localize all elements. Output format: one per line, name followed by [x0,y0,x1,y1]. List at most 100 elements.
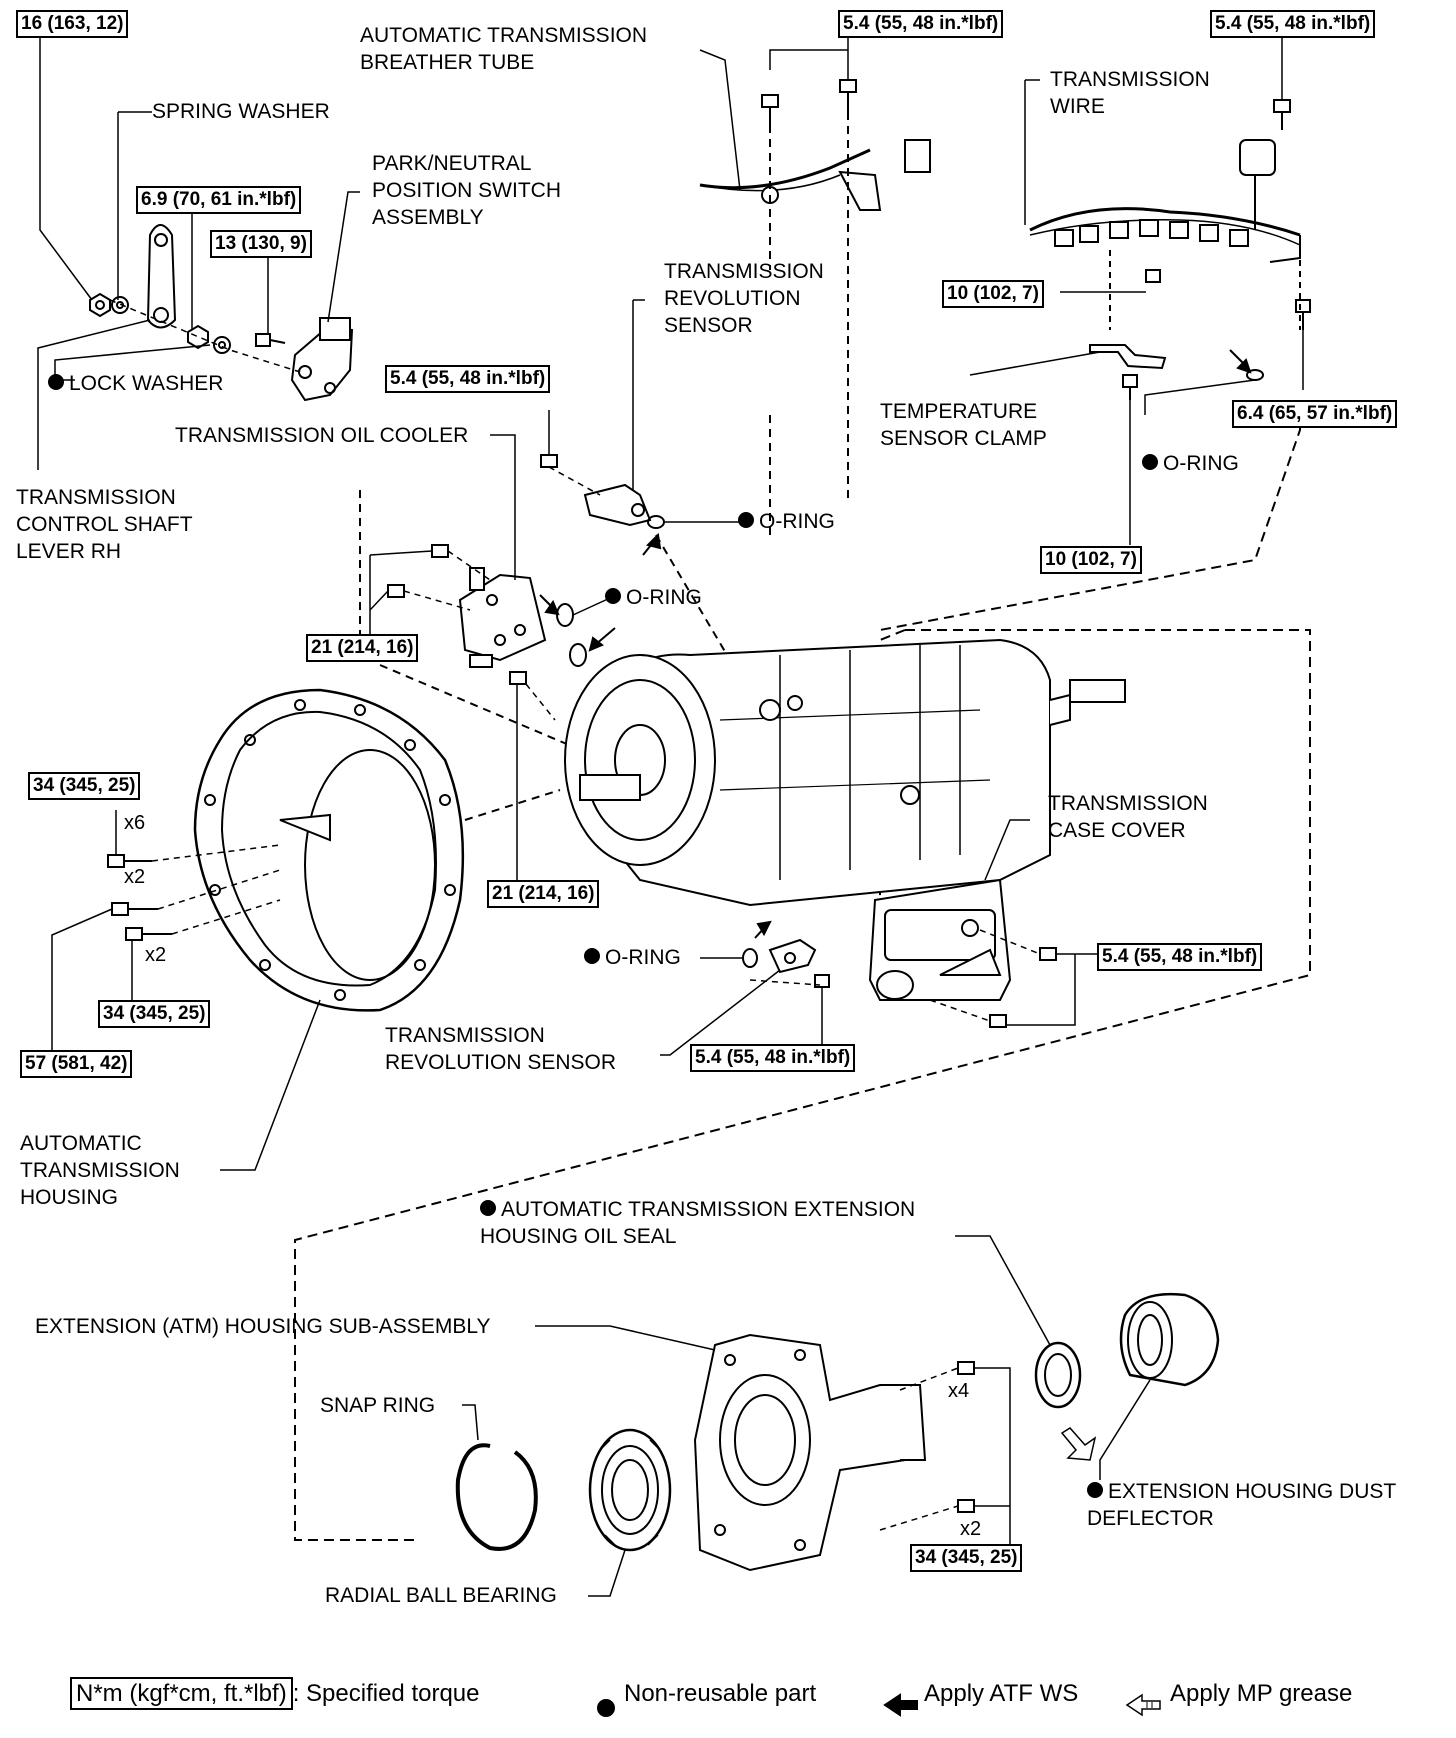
transmission-main-body [564,638,1126,907]
o-ring-cooler-label: O-RING [605,584,702,611]
extension-oil-seal-part [1034,1341,1082,1409]
o-ring-lower-label: O-RING [584,944,681,971]
torque-54-breather: 5.4 (55, 48 in.*lbf) [838,10,1004,38]
nonreusable-dot [480,1200,496,1217]
torque-54-wire: 5.4 (55, 48 in.*lbf) [1210,10,1376,38]
case-cover-label: TRANSMISSION CASE COVER [1048,792,1208,842]
torque-10-lower: 10 (102, 7) [1040,546,1142,574]
bolt-57 [111,902,158,916]
nut-16 [89,292,111,318]
qty-x2-a: x2 [124,866,146,888]
o-ring-lower-text: O-RING [605,946,681,969]
torque-64: 6.4 (65, 57 in.*lbf) [1232,400,1398,428]
legend-atf-arrow [883,1693,918,1717]
legend-torque-text: : Specified torque [292,1680,480,1707]
revolution-sensor-lower-part [768,938,817,974]
torque-54-cover: 5.4 (55, 48 in.*lbf) [1097,943,1263,971]
bolt-ext-1 [957,1361,975,1375]
control-shaft-label: TRANSMISSION CONTROL SHAFT LEVER RH [16,486,193,563]
o-ring-right-text: O-RING [1163,452,1239,475]
o-ring-lower-part [742,948,758,968]
torque-16: 16 (163, 12) [16,10,129,38]
temp-clamp-label: TEMPERATURE SENSOR CLAMP [880,400,1047,450]
lock-washer-text: LOCK WASHER [69,372,224,395]
transmission-case-cover-part [868,878,1012,1001]
legend-grease-arrow [1125,1693,1161,1717]
oil-cooler-label: TRANSMISSION OIL COOLER [175,424,469,447]
dust-deflector-part [1119,1293,1220,1387]
breather-tube-label: AUTOMATIC TRANSMISSION BREATHER TUBE [360,24,648,74]
breather-tube-part [699,139,931,211]
nonreusable-dot [605,588,621,605]
radial-bearing-part [588,1428,672,1552]
legend-torque: N*m (kgf*cm, ft.*lbf): Specified torque [70,1677,480,1710]
dust-deflector-label: EXTENSION HOUSING DUST DEFLECTOR [1087,1478,1396,1532]
legend-dot [597,1699,615,1717]
radial-bearing-label: RADIAL BALL BEARING [325,1584,557,1607]
bolt-breather-1 [761,94,779,125]
lock-washer-label: LOCK WASHER [48,370,223,397]
bolt-wire-2 [1295,299,1311,330]
bolt-cover-1 [1039,947,1057,961]
snap-ring-label: SNAP RING [320,1394,436,1417]
o-ring-sensor-top [647,515,665,529]
qty-x6: x6 [124,812,146,834]
torque-34-ext: 34 (345, 25) [910,1544,1023,1572]
snap-ring-part [455,1443,538,1551]
automatic-transmission-housing-part [193,688,465,1012]
bolt-cover-2 [989,1014,1007,1028]
park-neutral-switch [290,317,354,402]
nonreusable-dot [738,512,754,529]
bolt-breather-2 [839,79,857,112]
torque-10-upper: 10 (102, 7) [942,280,1044,308]
dust-deflector-text: EXTENSION HOUSING DUST DEFLECTOR [1087,1480,1397,1530]
rev-sensor-top-label: TRANSMISSION REVOLUTION SENSOR [664,260,824,337]
transmission-wire-part [1029,139,1301,263]
torque-13: 13 (130, 9) [210,230,312,258]
torque-21-upper: 21 (214, 16) [306,634,419,662]
revolution-sensor-top-part [583,483,652,527]
grease-arrow-ext [1060,1427,1097,1461]
torque-54-sensor: 5.4 (55, 48 in.*lbf) [385,365,551,393]
bolt-sensor-top [540,454,558,468]
spring-washer-part [111,296,129,314]
bolt-clamp [1122,374,1138,400]
qty-x2-b: x2 [145,944,167,966]
transmission-oil-cooler-part [458,567,547,668]
nut-69 [187,324,209,350]
bolt-13 [255,333,286,347]
control-shaft-lever [146,224,177,329]
torque-21-lower: 21 (214, 16) [487,880,600,908]
bolt-cooler-3 [509,671,527,685]
ext-oil-seal-text: AUTOMATIC TRANSMISSION EXTENSION HOUSING… [480,1198,916,1248]
bolt-wire-1 [1145,269,1161,283]
ext-oil-seal-label: AUTOMATIC TRANSMISSION EXTENSION HOUSING… [480,1196,915,1250]
nonreusable-dot [1087,1482,1103,1499]
park-neutral-label: PARK/NEUTRAL POSITION SWITCH ASSEMBLY [372,152,561,229]
rev-sensor-lower-label: TRANSMISSION REVOLUTION SENSOR [385,1024,617,1074]
temperature-sensor-clamp-part [1089,344,1167,370]
ext-housing-label: EXTENSION (ATM) HOUSING SUB-ASSEMBLY [35,1315,491,1338]
extension-housing-part [693,1333,927,1572]
bolt-cooler-2 [387,584,405,598]
legend-nonreusable: Non-reusable part [624,1680,817,1707]
o-ring-right-label: O-RING [1142,450,1239,477]
o-ring-sensor-label: O-RING [738,508,835,535]
torque-69: 6.9 (70, 61 in.*lbf) [136,186,302,214]
nonreusable-dot [1142,454,1158,471]
o-ring-sensor-text: O-RING [759,510,835,533]
legend-torque-box: N*m (kgf*cm, ft.*lbf) [70,1677,293,1710]
spring-washer-label: SPRING WASHER [152,100,330,123]
bolt-cooler-1 [431,544,449,558]
qty-x4: x4 [948,1380,970,1402]
nonreusable-dot [48,374,64,391]
bolt-wire-top [1273,99,1291,130]
housing-label: AUTOMATIC TRANSMISSION HOUSING [20,1132,180,1209]
torque-34-upper: 34 (345, 25) [28,772,141,800]
torque-34-mid: 34 (345, 25) [98,1000,211,1028]
legend-grease: Apply MP grease [1170,1680,1353,1707]
nonreusable-dot [584,948,600,965]
transmission-wire-label: TRANSMISSION WIRE [1050,68,1210,118]
assembly-outline [294,629,1311,1541]
